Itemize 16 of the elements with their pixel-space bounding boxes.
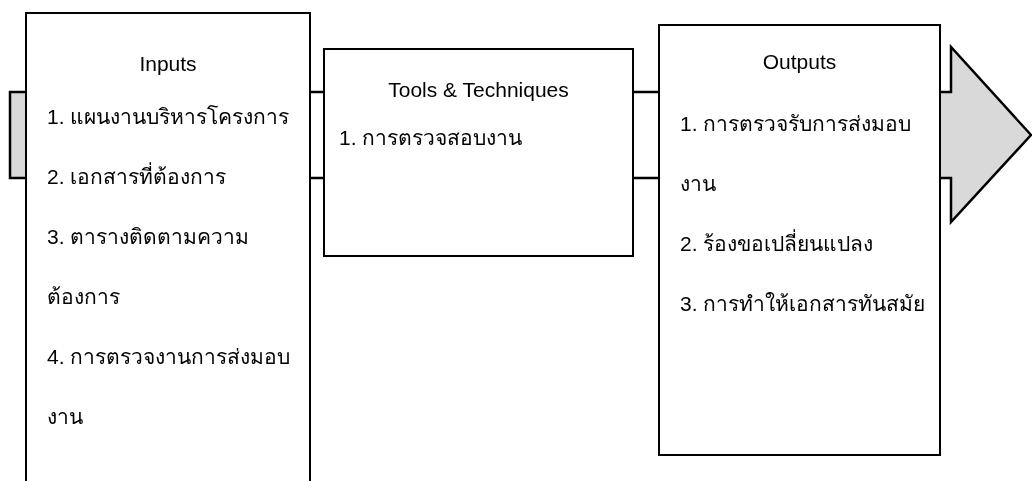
- connector-band: [8, 90, 28, 180]
- box-heading: Tools & Techniques: [387, 77, 570, 103]
- list-item: 1. การตรวจรับการส่งมอบงาน: [680, 111, 913, 197]
- process-box: [658, 24, 941, 456]
- list-item: 3. การทำให้เอกสารทันสมัย: [680, 291, 927, 317]
- list-item: 2. เอกสารที่ต้องการ: [47, 147, 297, 207]
- process-box: [323, 48, 634, 257]
- block-arrow: [938, 43, 1032, 226]
- box-heading: Outputs: [761, 49, 838, 75]
- process-box: [25, 12, 311, 481]
- list-item: 1. แผนงานบริหารโครงการ: [47, 104, 291, 130]
- box-heading: Inputs: [138, 51, 198, 77]
- list-item: 4. การตรวจงานการส่งมอบงาน: [47, 344, 292, 430]
- list-item: 3. ตารางติดตามความต้องการ: [47, 224, 251, 310]
- list-item: 2. ร้องขอเปลี่ยนแปลง: [680, 214, 930, 274]
- list-item: 1. การตรวจสอบงาน: [339, 125, 524, 151]
